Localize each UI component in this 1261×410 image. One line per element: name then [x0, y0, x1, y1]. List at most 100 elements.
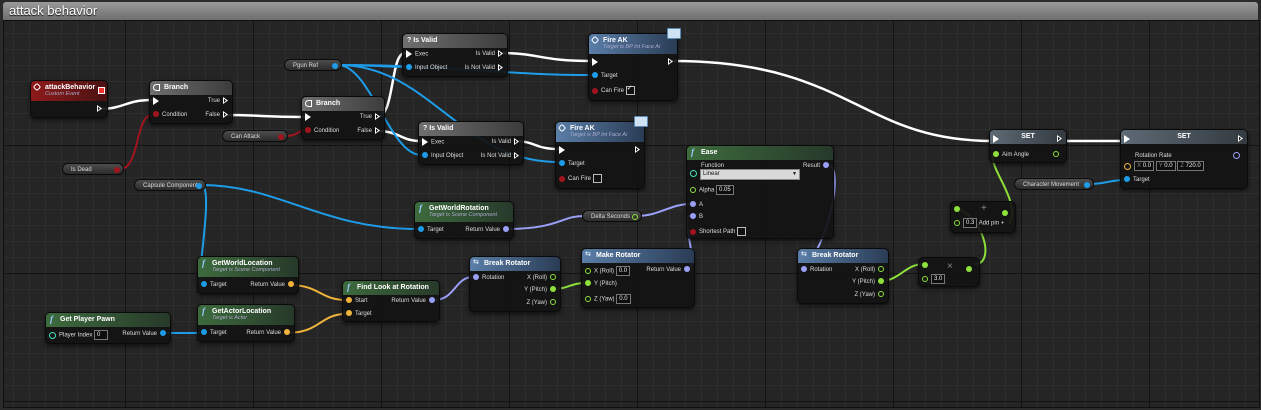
custom-event-node[interactable]: attackBehavior Custom Event: [30, 80, 108, 118]
exec-in-pin[interactable]: [1124, 135, 1130, 143]
var-is-dead[interactable]: Is Dead: [62, 163, 124, 175]
branch-node-1[interactable]: Branch Condition True False: [149, 80, 233, 124]
set-aim-angle-node[interactable]: SET Aim Angle: [989, 129, 1067, 163]
input-object-pin[interactable]: [406, 64, 412, 71]
exec-in-pin[interactable]: [305, 113, 311, 121]
exec-not-valid-pin[interactable]: [498, 64, 503, 71]
multiply-node[interactable]: 3.0 ×: [918, 257, 980, 287]
rotation-rate-z[interactable]: Z 720.0: [1177, 161, 1204, 171]
set-rotation-rate-node[interactable]: SET Rotation Rate X 0.0 Y 0.0 Z 720.0 Ta…: [1120, 129, 1248, 189]
out-pin[interactable]: [1002, 210, 1008, 217]
shortest-path-pin[interactable]: [690, 228, 696, 235]
exec-out-pin[interactable]: [1238, 135, 1243, 142]
aim-angle-out-pin[interactable]: [1053, 151, 1059, 158]
exec-true-pin[interactable]: [375, 113, 380, 120]
delegate-pin[interactable]: [98, 87, 105, 94]
rotator-out-pin[interactable]: [823, 162, 829, 169]
input-object-pin[interactable]: [422, 152, 428, 159]
function-dropdown[interactable]: Linear: [700, 169, 800, 180]
target-pin[interactable]: [201, 281, 207, 288]
object-pin[interactable]: [1084, 182, 1090, 188]
rotation-pin[interactable]: [473, 274, 479, 281]
b-in-pin[interactable]: [922, 276, 928, 282]
break-rotator-node-1[interactable]: ⇆Break Rotator Rotation X (Roll) Y (Pitc…: [469, 256, 561, 312]
out-pin[interactable]: [966, 266, 972, 273]
function-pin[interactable]: [690, 169, 697, 177]
z-yaw-input[interactable]: 0.0: [616, 294, 631, 304]
x-out-pin[interactable]: [550, 274, 556, 281]
rotator-out-pin[interactable]: [429, 297, 435, 304]
start-pin[interactable]: [346, 297, 352, 304]
float-pin[interactable]: [632, 214, 638, 220]
vector-out-pin[interactable]: [284, 329, 290, 336]
bool-pin[interactable]: [278, 134, 284, 140]
exec-in-pin[interactable]: [559, 146, 565, 154]
branch-node-2[interactable]: Branch Condition True False: [301, 96, 385, 140]
exec-in-pin[interactable]: [592, 58, 598, 66]
exec-out-pin[interactable]: [97, 105, 102, 112]
exec-out-pin[interactable]: [1057, 135, 1062, 142]
y-in-pin[interactable]: [585, 280, 591, 287]
condition-pin[interactable]: [153, 111, 159, 118]
x-in-pin[interactable]: [585, 268, 591, 274]
alpha-input[interactable]: 0.05: [716, 185, 734, 195]
object-pin[interactable]: [332, 63, 338, 69]
a-in-pin[interactable]: [922, 262, 928, 269]
player-index-pin[interactable]: [49, 331, 56, 339]
exec-in-pin[interactable]: [406, 50, 412, 58]
z-out-pin[interactable]: [878, 291, 884, 298]
var-character-movement[interactable]: Character Movement: [1014, 178, 1094, 190]
shortest-path-checkbox[interactable]: [737, 227, 747, 236]
can-fire-pin[interactable]: [559, 175, 565, 182]
target-pin[interactable]: [1124, 176, 1130, 183]
vector-out-pin[interactable]: [288, 281, 294, 288]
a-in-pin[interactable]: [954, 206, 960, 213]
exec-out-pin[interactable]: [635, 146, 640, 153]
b-pin[interactable]: [690, 213, 696, 220]
exec-out-pin[interactable]: [668, 58, 673, 65]
is-valid-node-1[interactable]: ? Is Valid Exec Input Object Is Valid Is…: [402, 33, 508, 77]
can-fire-checkbox[interactable]: [592, 174, 602, 183]
var-can-attack[interactable]: Can Attack: [222, 130, 288, 142]
make-rotator-node[interactable]: ⇆Make Rotator X (Roll) 0.0 Y (Pitch) Z (…: [581, 248, 695, 308]
object-pin[interactable]: [196, 183, 202, 189]
target-pin[interactable]: [346, 310, 352, 317]
var-pgun-ref[interactable]: Pgun Ref: [284, 59, 342, 71]
add-pin-label[interactable]: Add pin: [978, 220, 1000, 227]
target-pin[interactable]: [559, 160, 565, 167]
object-out-pin[interactable]: [160, 330, 166, 337]
aim-angle-pin[interactable]: [993, 151, 999, 158]
var-capsule-component[interactable]: Capsule Component: [134, 179, 206, 191]
exec-in-pin[interactable]: [153, 97, 159, 105]
multiply-value-input[interactable]: 3.0: [931, 274, 946, 284]
player-index-input[interactable]: 0: [94, 330, 109, 340]
b-in-pin[interactable]: [954, 220, 960, 226]
exec-valid-pin[interactable]: [498, 50, 503, 57]
rotation-rate-out-pin[interactable]: [1233, 152, 1240, 159]
add-node[interactable]: 0.3 Add pin + +: [950, 201, 1016, 233]
y-out-pin[interactable]: [550, 286, 556, 293]
can-fire-checkbox[interactable]: [625, 85, 635, 95]
exec-in-pin[interactable]: [993, 135, 999, 143]
exec-false-pin[interactable]: [375, 127, 380, 134]
target-pin[interactable]: [592, 72, 598, 79]
z-in-pin[interactable]: [585, 296, 591, 302]
target-pin[interactable]: [201, 329, 207, 336]
is-valid-node-2[interactable]: ? Is Valid Exec Input Object Is Valid Is…: [418, 121, 524, 165]
add-value-input[interactable]: 0.3: [963, 218, 978, 228]
exec-true-pin[interactable]: [223, 97, 228, 104]
target-pin[interactable]: [418, 226, 424, 233]
break-rotator-node-2[interactable]: ⇆Break Rotator Rotation X (Roll) Y (Pitc…: [797, 248, 889, 304]
condition-pin[interactable]: [305, 127, 311, 134]
rotation-rate-pin[interactable]: [1124, 162, 1131, 170]
can-fire-pin[interactable]: [592, 87, 598, 94]
exec-valid-pin[interactable]: [514, 138, 519, 145]
